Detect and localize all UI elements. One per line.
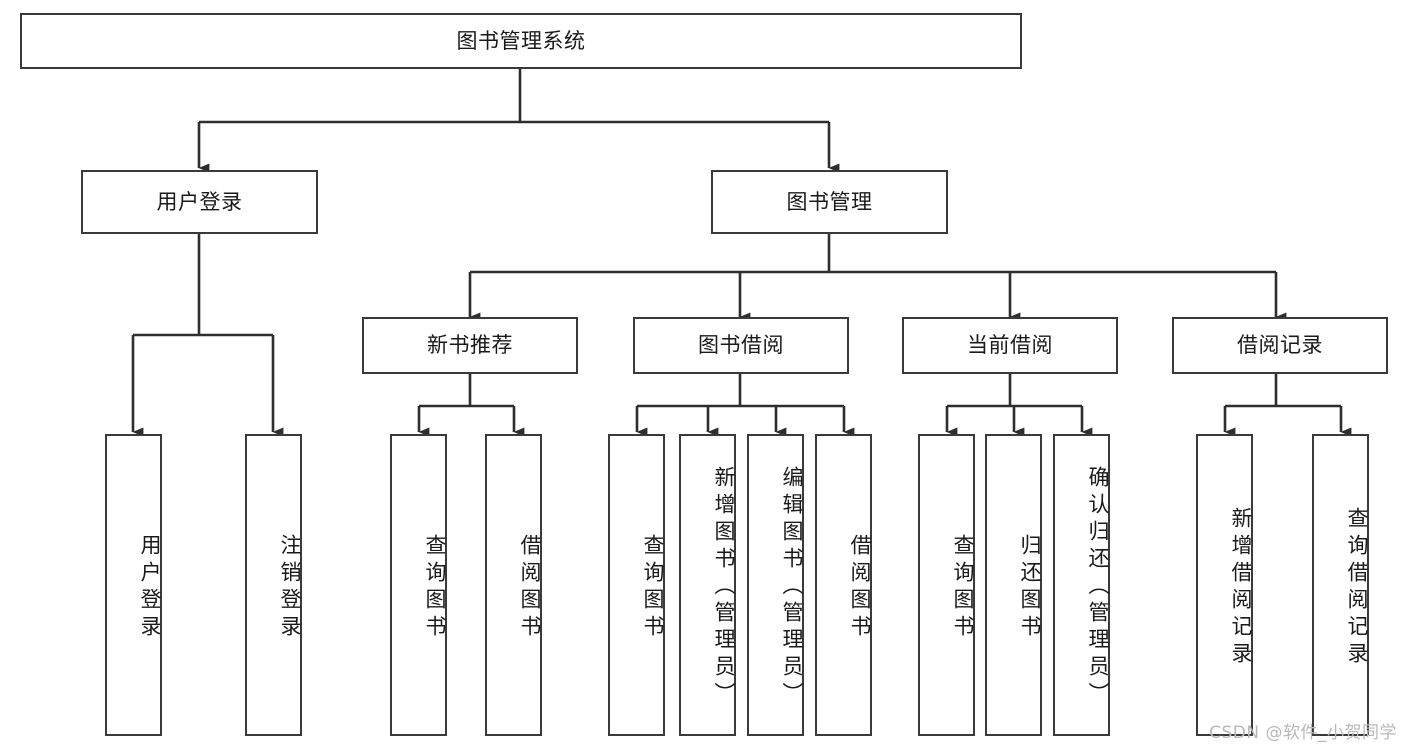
node-user-login[interactable]: 用户登录	[81, 170, 318, 234]
leaf-recommend-query-book[interactable]: 查询图书	[390, 434, 447, 736]
node-root-label: 图书管理系统	[456, 28, 586, 53]
node-user-login-label: 用户登录	[156, 189, 243, 214]
leaf-borrow-query-book-label: 查询图书	[641, 534, 665, 642]
leaf-current-confirm-return[interactable]: 确认归还（管理员）	[1053, 434, 1110, 736]
leaf-current-query-book-label: 查询图书	[951, 534, 975, 642]
leaf-borrow-add-book[interactable]: 新增图书（管理员）	[679, 434, 736, 736]
leaf-user-login-login[interactable]: 用户登录	[105, 434, 162, 736]
leaf-borrow-add-book-label: 新增图书（管理员）	[712, 465, 736, 709]
leaf-current-query-book[interactable]: 查询图书	[918, 434, 975, 736]
leaf-borrow-borrow-book[interactable]: 借阅图书	[815, 434, 872, 736]
leaf-borrow-query-book[interactable]: 查询图书	[608, 434, 665, 736]
leaf-record-add-record-label: 新增借阅记录	[1229, 507, 1253, 669]
leaf-recommend-borrow-book[interactable]: 借阅图书	[485, 434, 542, 736]
node-borrow-record-label: 借阅记录	[1237, 333, 1323, 357]
node-current-borrow[interactable]: 当前借阅	[902, 317, 1118, 374]
leaf-user-login-logout[interactable]: 注销登录	[245, 434, 302, 736]
node-borrow-record[interactable]: 借阅记录	[1172, 317, 1388, 374]
leaf-record-add-record[interactable]: 新增借阅记录	[1196, 434, 1253, 736]
node-new-book-recommend[interactable]: 新书推荐	[362, 317, 578, 374]
leaf-borrow-edit-book-label: 编辑图书（管理员）	[780, 465, 804, 709]
leaf-user-login-logout-label: 注销登录	[278, 534, 302, 642]
node-book-borrow-label: 图书借阅	[698, 333, 784, 357]
node-book-management[interactable]: 图书管理	[711, 170, 948, 234]
leaf-borrow-borrow-book-label: 借阅图书	[848, 534, 872, 642]
node-book-management-label: 图书管理	[786, 189, 873, 214]
node-book-borrow[interactable]: 图书借阅	[633, 317, 849, 374]
leaf-record-query-record[interactable]: 查询借阅记录	[1312, 434, 1369, 736]
leaf-current-return-book-label: 归还图书	[1018, 534, 1042, 642]
leaf-current-confirm-return-label: 确认归还（管理员）	[1086, 465, 1110, 709]
leaf-user-login-login-label: 用户登录	[138, 534, 162, 642]
node-new-book-recommend-label: 新书推荐	[427, 333, 513, 357]
leaf-recommend-query-book-label: 查询图书	[423, 534, 447, 642]
node-root[interactable]: 图书管理系统	[20, 13, 1022, 69]
leaf-borrow-edit-book[interactable]: 编辑图书（管理员）	[747, 434, 804, 736]
leaf-record-query-record-label: 查询借阅记录	[1345, 507, 1369, 669]
watermark: CSDN @软件_小贺同学	[1209, 723, 1397, 743]
node-current-borrow-label: 当前借阅	[967, 333, 1053, 357]
leaf-current-return-book[interactable]: 归还图书	[985, 434, 1042, 736]
leaf-recommend-borrow-book-label: 借阅图书	[518, 534, 542, 642]
